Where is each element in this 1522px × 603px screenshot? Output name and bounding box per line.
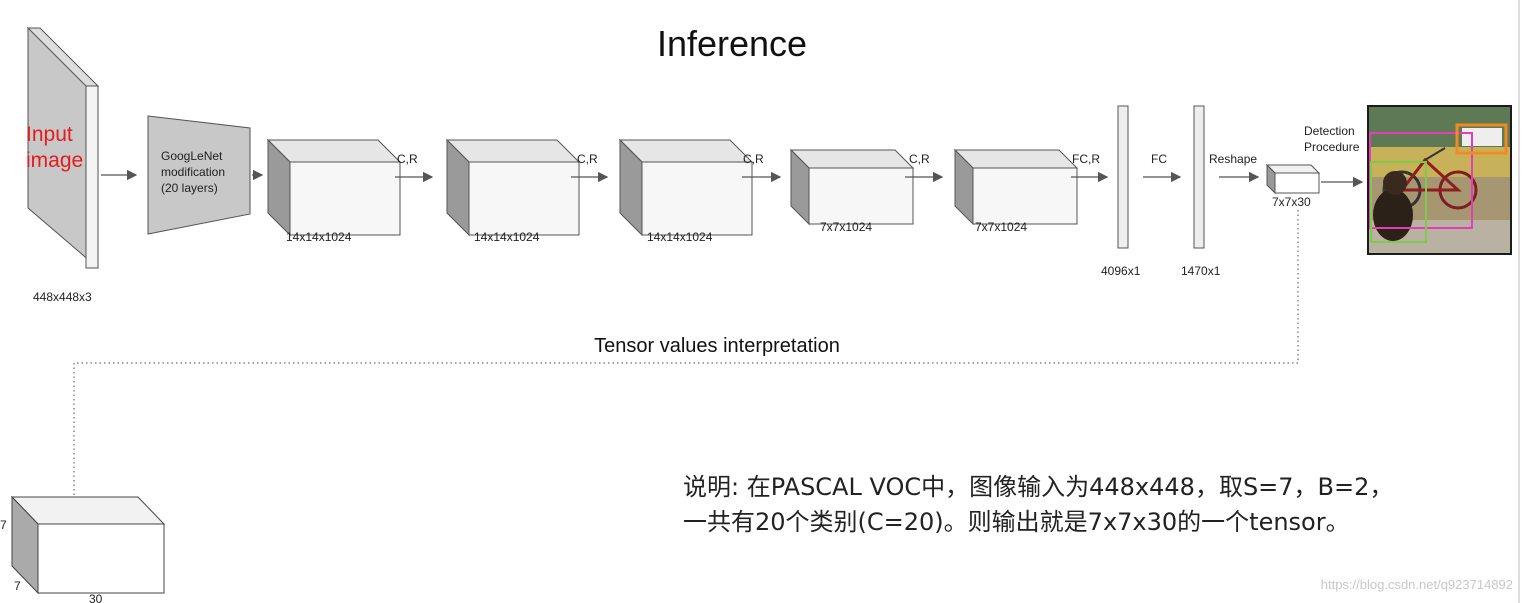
feature-block-1 xyxy=(266,138,402,237)
googlenet-line1: GoogLeNet xyxy=(161,149,223,163)
layer-arrow-label-7: Reshape xyxy=(1209,152,1257,166)
feature-block-size-3: 14x14x1024 xyxy=(647,230,713,244)
feature-block-4 xyxy=(789,148,915,226)
layer-arrow-label-2: C,R xyxy=(577,152,598,166)
fc-layer-1470 xyxy=(1193,105,1205,249)
fc-layer-4096 xyxy=(1117,105,1129,249)
fc-layer-size-1: 4096x1 xyxy=(1101,264,1141,278)
tensor-dim-left: 7 xyxy=(0,518,7,532)
interpretation-connector xyxy=(73,210,1299,495)
interpretation-label: Tensor values interpretation xyxy=(594,335,840,357)
tensor-dim-bottom: 30 xyxy=(89,592,103,603)
feature-block-size-4: 7x7x1024 xyxy=(820,220,872,234)
layer-arrow-label-1: C,R xyxy=(397,152,418,166)
googlenet-block xyxy=(147,115,251,235)
detection-result-image xyxy=(1367,105,1512,255)
watermark: https://blog.csdn.net/q923714892 xyxy=(1321,577,1513,592)
feature-block-size-2: 14x14x1024 xyxy=(474,230,540,244)
tensor-dim-bottom-left: 7 xyxy=(14,579,21,593)
layer-arrows: C,R C,R C,R C,R FC,R FC Reshape xyxy=(395,152,1260,183)
input-label-line2: image xyxy=(26,149,83,172)
output-size-label: 7x7x30 xyxy=(1272,195,1311,209)
googlenet-line3: (20 layers) xyxy=(161,181,218,195)
input-image-slab xyxy=(26,26,100,270)
layer-arrow-label-5: FC,R xyxy=(1072,152,1100,166)
detection-label-line1: Detection xyxy=(1304,124,1355,138)
feature-blocks: 14x14x1024 14x14x1024 14x14x1024 7x7x1024 7x… xyxy=(266,138,1079,244)
feature-block-size-5: 7x7x1024 xyxy=(975,220,1027,234)
input-size-label: 448x448x3 xyxy=(33,290,92,304)
description-text: 说明: 在PASCAL VOC中，图像输入为448x448，取S=7，B=2，一… xyxy=(683,473,1394,536)
interpretation-tensor-cube xyxy=(10,495,166,595)
feature-block-size-1: 14x14x1024 xyxy=(286,230,352,244)
input-label-line1: Input xyxy=(26,123,73,146)
diagram-title: Inference xyxy=(657,23,807,64)
output-tensor-cube xyxy=(1265,163,1321,195)
fc-layer-size-2: 1470x1 xyxy=(1181,264,1221,278)
feature-block-2 xyxy=(445,138,581,237)
layer-arrow-label-6: FC xyxy=(1151,152,1167,166)
layer-arrow-label-4: C,R xyxy=(909,152,930,166)
feature-block-5 xyxy=(953,148,1079,226)
detection-label-line2: Procedure xyxy=(1304,140,1360,154)
googlenet-line2: modification xyxy=(161,165,225,179)
feature-block-3 xyxy=(618,138,754,237)
layer-arrow-label-3: C,R xyxy=(743,152,764,166)
